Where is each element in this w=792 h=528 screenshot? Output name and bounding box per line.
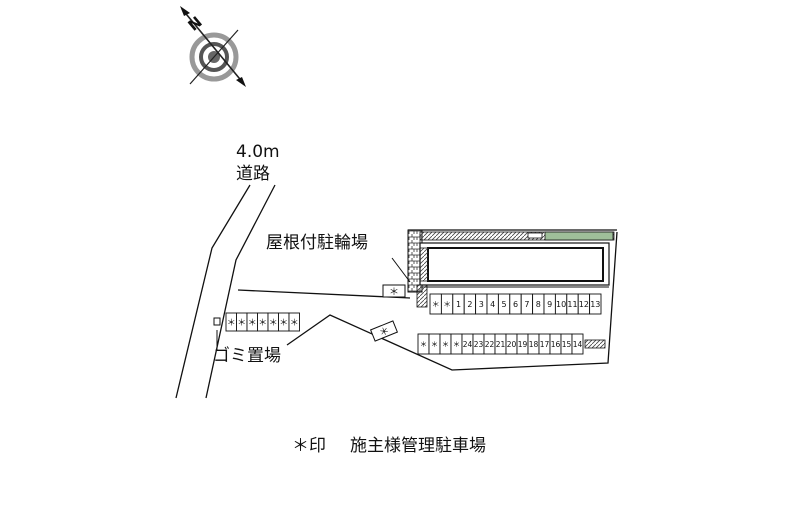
parking-space-label: ＊ (431, 340, 439, 349)
parking-space-label: 11 (567, 300, 577, 309)
parking-space: ＊ (225, 312, 237, 332)
parking-row-left: ＊＊＊＊＊＊＊ (225, 312, 300, 332)
parking-space-label: ＊ (237, 318, 246, 328)
building (391, 229, 615, 293)
parking-space: 15 (560, 333, 573, 355)
bicycle-parking-box: ＊ (382, 284, 428, 308)
parking-space: ＊ (278, 312, 290, 332)
parking-space-label: ＊ (269, 318, 278, 328)
parking-space: ＊ (236, 312, 248, 332)
parking-space-label: ＊ (279, 318, 288, 328)
parking-space: 8 (532, 293, 545, 315)
bicycle-parking-label: 屋根付駐輪場 (266, 233, 368, 253)
legend-mark: ＊印 (292, 436, 326, 456)
parking-space: 5 (497, 293, 511, 315)
parking-space-label: ＊ (248, 318, 257, 328)
parking-space: ＊ (257, 312, 269, 332)
parking-space-label: 10 (556, 300, 566, 309)
parking-space-label: 4 (490, 300, 495, 309)
parking-space: 22 (483, 333, 496, 355)
parking-space-label: 23 (474, 340, 484, 349)
parking-space-label: 14 (573, 340, 583, 349)
parking-space-label: 1 (456, 300, 461, 309)
parking-space: ＊ (439, 333, 452, 355)
parking-space-label: 18 (529, 340, 539, 349)
parking-space-label: 3 (479, 300, 484, 309)
parking-space: ＊ (246, 312, 258, 332)
road-label: 道路 (236, 164, 270, 184)
parking-space-label: 13 (590, 300, 600, 309)
parking-space-label: ＊ (290, 318, 299, 328)
parking-space-label: 7 (524, 300, 529, 309)
parking-space: 20 (505, 333, 518, 355)
parking-space-label: 16 (551, 340, 561, 349)
parking-space-label: ＊ (258, 318, 267, 328)
parking-space: ＊ (450, 333, 463, 355)
parking-space-label: 8 (536, 300, 541, 309)
parking-space: 7 (520, 293, 534, 315)
compass-rose-icon: N (180, 6, 246, 87)
parking-space-label: 17 (540, 340, 550, 349)
parking-space-label: ＊ (453, 340, 461, 349)
parking-space: 10 (554, 293, 568, 315)
parking-space: 9 (543, 293, 556, 315)
parking-space-label: 9 (547, 300, 552, 309)
parking-space: 14 (571, 333, 584, 355)
parking-space-label: 2 (467, 300, 472, 309)
road (175, 184, 276, 399)
parking-space-label: ＊ (443, 300, 451, 309)
svg-text:＊: ＊ (378, 325, 391, 339)
parking-space-label: ＊ (432, 300, 440, 309)
parking-space: 24 (461, 333, 474, 355)
parking-space-label: ＊ (420, 340, 428, 349)
parking-space: ＊ (429, 293, 442, 315)
parking-space: ＊ (267, 312, 279, 332)
parking-space-label: 6 (513, 300, 518, 309)
garbage-area-label: ゴミ置場 (213, 346, 281, 366)
parking-space-label: 22 (485, 340, 495, 349)
parking-space: ＊ (389, 287, 399, 298)
parking-space-label: 19 (518, 340, 528, 349)
parking-space: 3 (475, 293, 488, 315)
parking-space: ＊ (417, 333, 430, 355)
parking-space: 21 (494, 333, 507, 355)
parking-space: 2 (463, 293, 477, 315)
parking-space-label: 20 (507, 340, 517, 349)
parking-space-tilted: ＊ (369, 320, 399, 342)
parking-space: 13 (589, 293, 602, 315)
parking-space: 11 (566, 293, 579, 315)
parking-space: ＊ (440, 293, 454, 315)
legend-text: 施主様管理駐車場 (350, 436, 486, 456)
parking-space-label: 15 (562, 340, 572, 349)
road-width: 4.0m (236, 142, 280, 162)
parking-space: ＊ (288, 312, 300, 332)
site-boundary (237, 229, 618, 371)
stairs (584, 339, 606, 349)
parking-space-label: 5 (502, 300, 507, 309)
parking-space: 4 (486, 293, 499, 315)
parking-space-label: 21 (496, 340, 506, 349)
parking-space-label: 12 (579, 300, 589, 309)
parking-space: 19 (516, 333, 529, 355)
parking-space: 18 (527, 333, 540, 355)
parking-space-label: ＊ (442, 340, 450, 349)
garbage-box (213, 317, 221, 350)
parking-space: 17 (538, 333, 551, 355)
parking-space: 1 (452, 293, 465, 315)
parking-space: 6 (509, 293, 522, 315)
parking-space: 23 (472, 333, 485, 355)
parking-space-label: 24 (463, 340, 473, 349)
parking-space: ＊ (428, 333, 441, 355)
parking-space-label: ＊ (227, 318, 236, 328)
parking-space: 12 (577, 293, 591, 315)
parking-space: 16 (549, 333, 562, 355)
